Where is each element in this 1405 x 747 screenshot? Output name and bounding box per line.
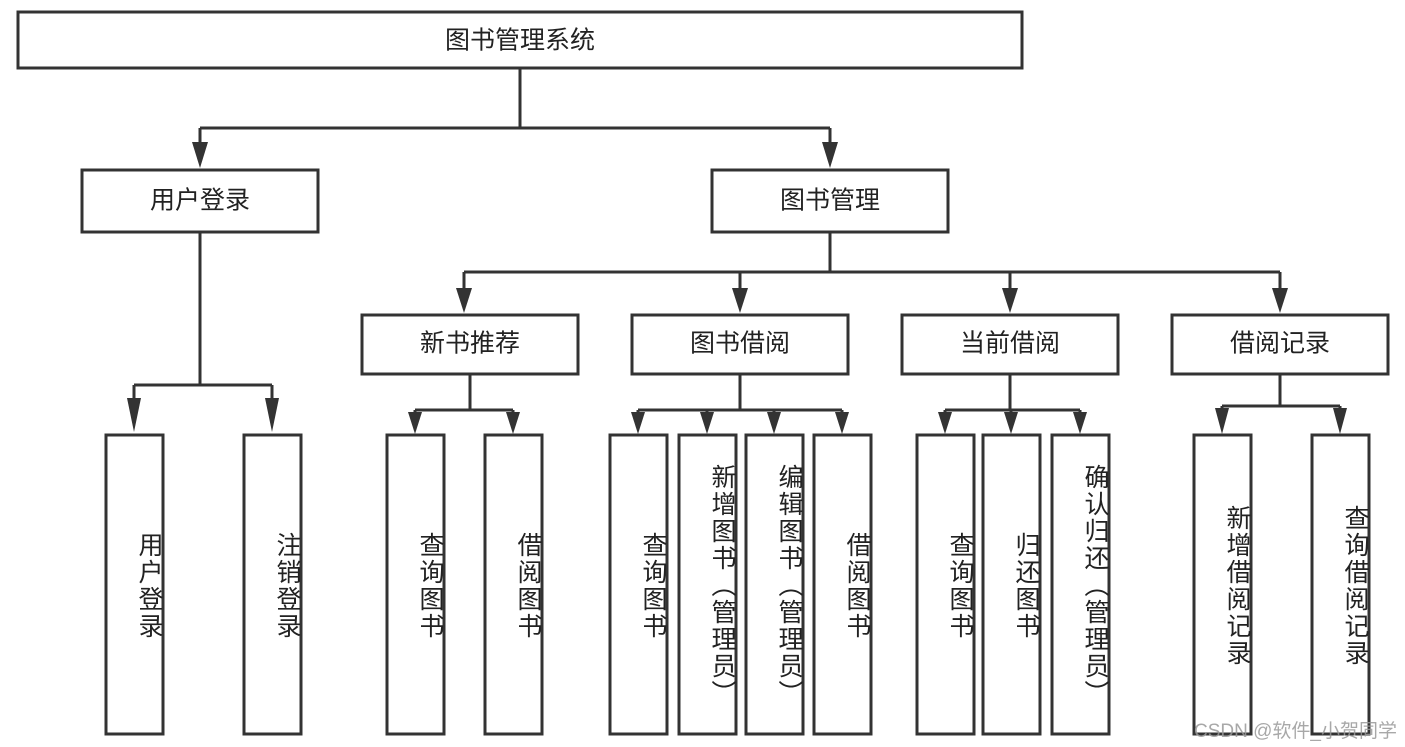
node-new-book-box[interactable] (360, 313, 580, 376)
leaf-box-book-borrow-2[interactable] (677, 433, 738, 736)
arrow-head-to-current-borrow (1002, 288, 1018, 313)
arrow-head-leaf-bb-3 (767, 412, 781, 434)
leaf-box-new-book-2[interactable] (483, 433, 544, 736)
leaf-box-book-borrow-3[interactable] (744, 433, 805, 736)
node-book-borrow-label: 图书借阅 (690, 330, 790, 358)
watermark-text: CSDN @软件_小贺同学 (1194, 721, 1397, 742)
leaf-box-book-borrow-4[interactable] (812, 433, 873, 736)
arrow-head-leaf-user-login-2 (265, 398, 279, 432)
arrow-head-to-book-borrow (732, 288, 748, 313)
leaf-box-borrow-record-1[interactable] (1192, 433, 1253, 736)
node-user-login-label: 用户登录 (150, 187, 250, 215)
node-root-label: 图书管理系统 (445, 27, 595, 55)
node-root-box[interactable] (16, 10, 1024, 70)
node-new-book-label: 新书推荐 (420, 330, 520, 358)
arrow-head-leaf-cb-2 (1004, 412, 1018, 434)
arrow-head-leaf-user-login-1 (127, 398, 141, 432)
arrow-head-to-new-book (456, 288, 472, 313)
node-current-borrow-box[interactable] (900, 313, 1120, 376)
leaf-box-current-borrow-3[interactable] (1050, 433, 1111, 736)
leaf-box-new-book-1[interactable] (385, 433, 446, 736)
arrow-head-leaf-cb-3 (1073, 412, 1087, 434)
leaf-box-user-login-1[interactable] (104, 433, 165, 736)
arrow-head-to-book-manage (822, 142, 838, 168)
leaf-box-book-borrow-1[interactable] (608, 433, 669, 736)
node-borrow-record-label: 借阅记录 (1230, 330, 1330, 358)
leaf-box-borrow-record-2[interactable] (1310, 433, 1371, 736)
arrow-head-leaf-bb-1 (631, 412, 645, 434)
arrow-head-leaf-nb-2 (506, 412, 520, 434)
arrow-head-leaf-bb-2 (700, 412, 714, 434)
node-book-borrow-box[interactable] (630, 313, 850, 376)
node-borrow-record-box[interactable] (1170, 313, 1390, 376)
arrow-head-leaf-bb-4 (835, 412, 849, 434)
node-book-manage-box[interactable] (710, 168, 950, 234)
arrow-head-leaf-br-2 (1333, 408, 1347, 434)
leaf-box-current-borrow-1[interactable] (915, 433, 976, 736)
arrow-head-leaf-cb-1 (938, 412, 952, 434)
node-book-manage-label: 图书管理 (780, 187, 880, 215)
arrow-head-leaf-nb-1 (408, 412, 422, 434)
leaf-box-user-login-2[interactable] (242, 433, 303, 736)
arrow-head-to-user-login (192, 142, 208, 168)
arrow-head-leaf-br-1 (1215, 408, 1229, 434)
node-current-borrow-label: 当前借阅 (960, 330, 1060, 358)
leaf-box-current-borrow-2[interactable] (981, 433, 1042, 736)
arrow-head-to-borrow-record (1272, 288, 1288, 313)
